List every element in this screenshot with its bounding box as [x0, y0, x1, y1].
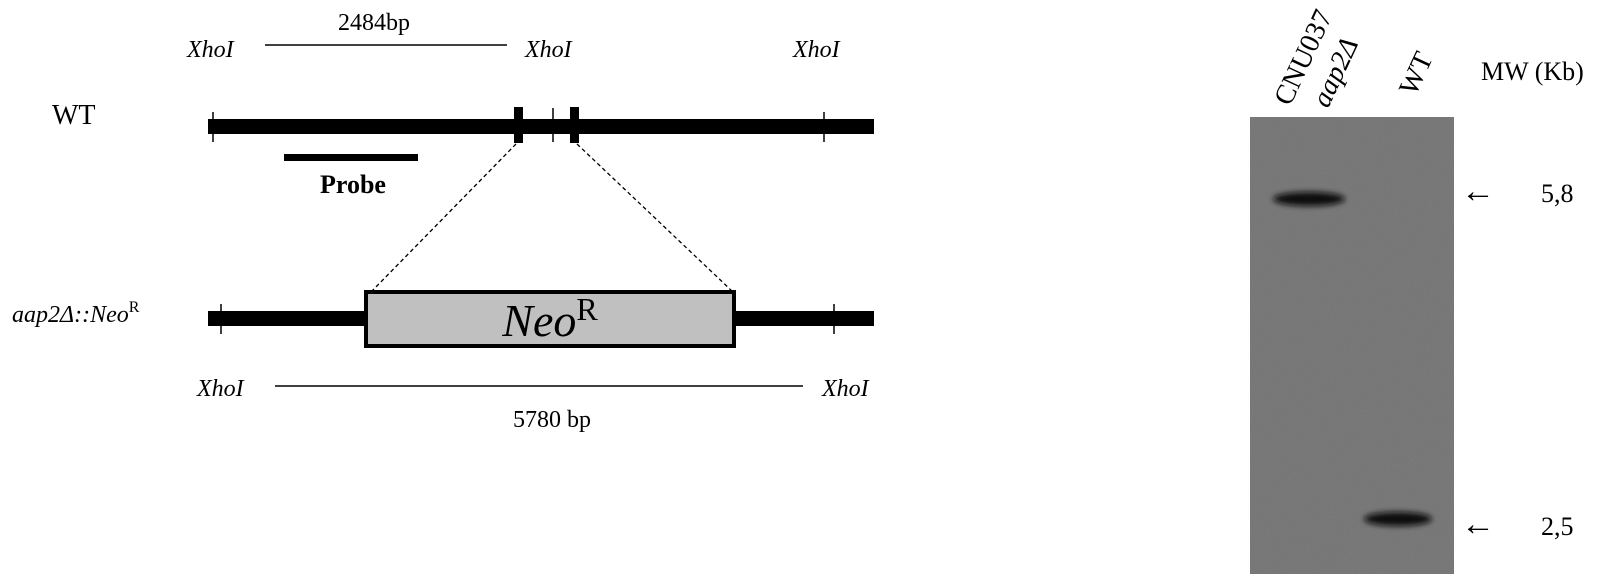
wt-site-label-3: XhoI [792, 37, 841, 63]
marker-arrow-2.5kb: ← [1461, 506, 1495, 543]
blot-membrane [1250, 117, 1454, 574]
marker-arrow-5.8kb: ← [1461, 173, 1495, 210]
mutant-label-gene: Neo [89, 302, 129, 328]
probe-bar [284, 154, 418, 161]
band-mutant-5.8kb [1273, 192, 1345, 206]
probe-label: Probe [320, 170, 386, 199]
replacement-line-left [370, 143, 517, 293]
wt-fragment-label: 2484bp [338, 10, 410, 36]
wt-chromosome-bar [208, 119, 874, 134]
mutant-site-label-2: XhoI [821, 376, 870, 402]
replacement-line-right [576, 143, 734, 293]
neo-cassette-box [364, 290, 736, 348]
band-wt-2.5kb [1364, 512, 1432, 526]
mutant-label-prefix: aap2Δ:: [12, 302, 90, 328]
wt-orf-boundary-left [514, 107, 523, 143]
neo-cassette-superscript: R [576, 291, 598, 327]
wt-orf-boundary-right [570, 107, 579, 143]
wt-site-label-2: XhoI [524, 37, 573, 63]
mutant-site-label-1: XhoI [196, 376, 245, 402]
wt-site-label-1: XhoI [186, 37, 235, 63]
mutant-label: aap2Δ::NeoR [12, 299, 140, 328]
southern-blot: CNU037 aap2Δ WT MW (Kb) ← 5,8 ← 2,5 [1250, 5, 1584, 574]
mutant-label-superscript: R [129, 299, 140, 316]
neo-cassette-name: Neo [501, 295, 576, 346]
neo-cassette-label: NeoR [501, 291, 598, 346]
marker-label-5.8kb: 5,8 [1541, 179, 1574, 208]
lane-label-wt: WT [1393, 47, 1439, 100]
mutant-fragment-label: 5780 bp [513, 407, 591, 433]
wt-label: WT [52, 100, 96, 131]
mw-header: MW (Kb) [1481, 57, 1584, 86]
gene-diagram: WT 2484bp XhoI XhoI XhoI Probe aap2Δ::Ne… [12, 10, 874, 433]
marker-label-2.5kb: 2,5 [1541, 512, 1574, 541]
